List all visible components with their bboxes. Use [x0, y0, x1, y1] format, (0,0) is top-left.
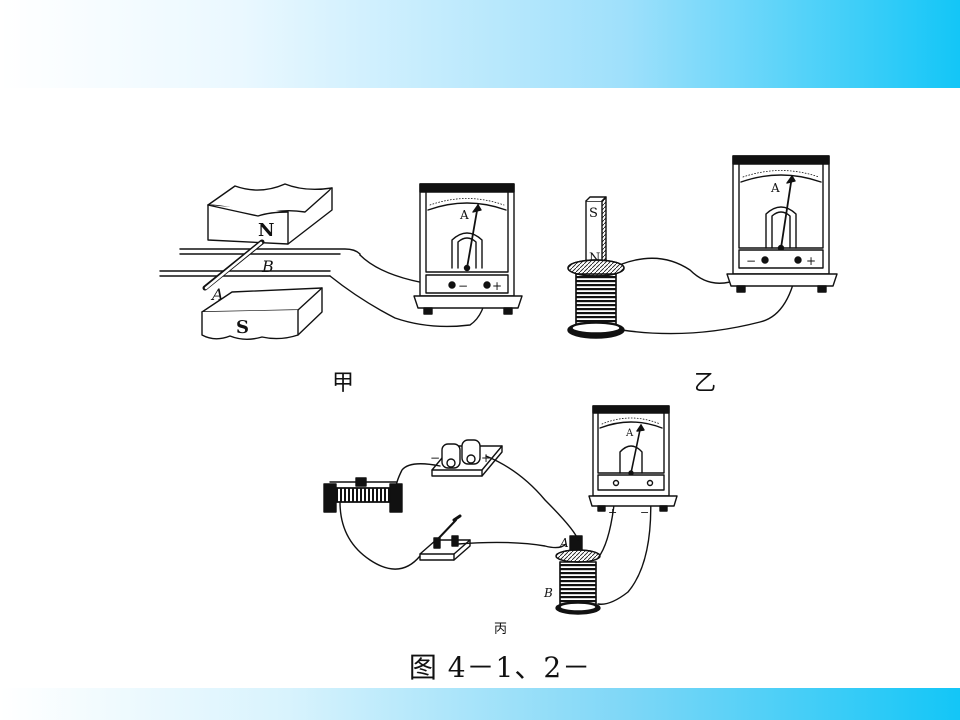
coil-yi [567, 259, 625, 339]
knife-switch [419, 514, 471, 561]
bar-magnet-top-label: S [589, 206, 598, 221]
meter-bing-minus-sign: − [640, 506, 649, 519]
panel-yi-label: 乙 [694, 371, 716, 396]
wire-coil-to-meter-plus [621, 261, 799, 335]
meter-jia-plus-terminal [483, 281, 491, 289]
battery-plus-sign: + [481, 451, 491, 465]
wire-battery-to-rheostat [395, 463, 441, 489]
panel-jia-label: 甲 [332, 371, 354, 396]
meter-bing-plus-sign: + [608, 506, 617, 519]
coil-bing: A B [543, 535, 601, 615]
meter-bing-plus-terminal [612, 479, 620, 487]
meter-bing-minus-terminal [646, 479, 654, 487]
battery-minus-sign: − [430, 451, 440, 465]
wire-rheostat-to-switch [339, 501, 421, 570]
rheostat [323, 477, 403, 513]
coil-a-label: A [559, 536, 569, 550]
south-magnet: S [201, 287, 323, 340]
south-pole-label: S [236, 317, 249, 338]
galvanometer-jia: A − + [413, 183, 523, 315]
wire-switch-to-coil-a [457, 541, 567, 549]
coil-b-label: B [543, 586, 553, 600]
bar-magnet-bottom-label: N [589, 251, 600, 266]
wire-rail-to-meter-plus [329, 275, 488, 328]
galvanometer-bing: A + − [588, 405, 678, 519]
bottom-gradient-band [0, 688, 960, 720]
battery-holder: − + [430, 439, 503, 477]
panel-bing: − + A [323, 405, 678, 637]
wire-battery-to-coil-a [485, 455, 579, 541]
panel-yi: S N A [567, 155, 838, 396]
meter-yi-plus-sign: + [806, 254, 816, 268]
panel-jia: N B A S [159, 183, 523, 396]
panel-bing-label: 丙 [494, 622, 507, 637]
meter-jia-letter: A [459, 208, 469, 222]
top-gradient-band [0, 0, 960, 88]
north-magnet: N [207, 183, 333, 245]
meter-yi-plus-terminal [794, 256, 802, 264]
meter-jia-plus-sign: + [492, 279, 502, 293]
north-pole-label: N [258, 220, 274, 241]
galvanometer-yi: A − + [726, 155, 838, 293]
wire-coil-b-to-meter-minus [597, 483, 652, 605]
meter-yi-letter: A [770, 181, 780, 195]
bar-magnet: S N [585, 196, 607, 266]
meter-jia-minus-terminal [448, 281, 456, 289]
meter-bing-letter: A [625, 428, 634, 439]
meter-jia-minus-sign: − [458, 279, 468, 293]
meter-yi-minus-sign: − [746, 254, 756, 268]
rod-end-b-label: B [261, 257, 274, 276]
meter-yi-minus-terminal [761, 256, 769, 264]
metal-rails [159, 248, 361, 277]
conducting-rod-ab: B A [202, 239, 274, 304]
